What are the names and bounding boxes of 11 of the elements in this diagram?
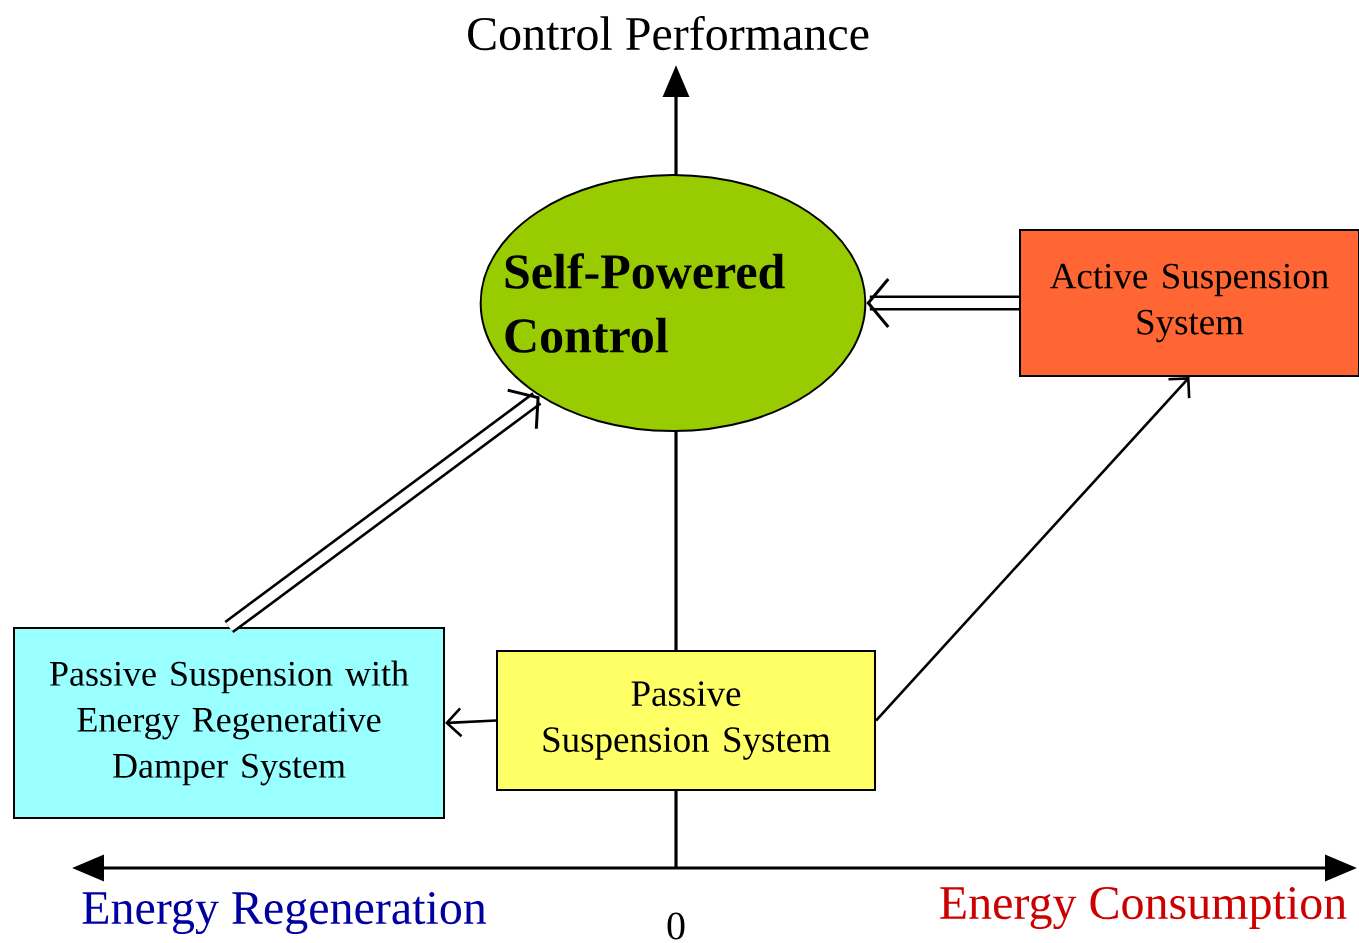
- double-arrow: [224, 388, 542, 634]
- process-box: Active Suspension System: [1019, 229, 1359, 377]
- axis-label: Energy Regeneration: [82, 891, 487, 935]
- axis-label: Energy Consumption: [940, 886, 1347, 930]
- ellipse-node: Self-Powered Control: [479, 174, 867, 432]
- double-arrow: [866, 278, 1019, 328]
- origin-label: 0: [667, 912, 685, 940]
- process-box: Passive Suspension System: [496, 650, 876, 791]
- arrow: [875, 377, 1191, 722]
- process-box: Passive Suspension with Energy Regenerative Damper System: [13, 627, 445, 819]
- axis-label: Control Performance: [468, 15, 869, 51]
